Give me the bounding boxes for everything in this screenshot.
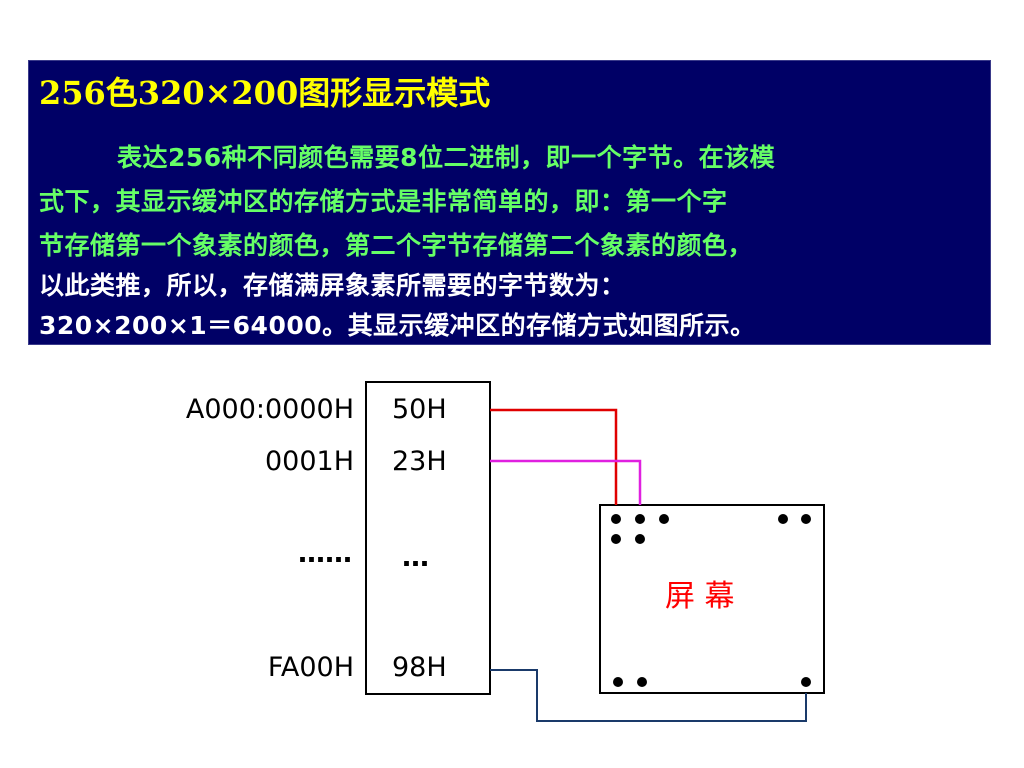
pixel-dot (635, 514, 645, 524)
paragraph-line-4: 以此类推，所以，存储满屏象素所需要的字节数为： (39, 271, 626, 300)
paragraph-line-2: 式下，其显示缓冲区的存储方式是非常简单的，即：第一个字 (39, 187, 728, 216)
pixel-dot (613, 677, 623, 687)
pixel-dot (778, 514, 788, 524)
pixel-dot (659, 514, 669, 524)
connector-last-byte (490, 669, 807, 722)
description-box: 256色320×200图形显示模式 表达256种不同颜色需要8位二进制，即一个字… (28, 60, 991, 345)
screen-box (599, 504, 825, 694)
memory-cell-second: 23H (392, 446, 447, 477)
pixel-dot (611, 534, 621, 544)
screen-pixels (611, 514, 811, 687)
pixel-dot (611, 514, 621, 524)
address-label-first: A000:0000H (186, 394, 354, 425)
connector-first-byte (490, 408, 618, 505)
paragraph-line-1: 表达256种不同颜色需要8位二进制，即一个字节。在该模 (117, 143, 776, 172)
pixel-dot (637, 677, 647, 687)
memory-cell-last: 98H (392, 652, 447, 683)
paragraph-line-3: 节存储第一个象素的颜色，第二个字节存储第二个象素的颜色， (39, 231, 754, 260)
slide-title: 256色320×200图形显示模式 (39, 74, 491, 112)
address-label-second: 0001H (265, 446, 354, 477)
memory-block (365, 381, 491, 695)
pixel-dot (801, 677, 811, 687)
connector-second-byte (490, 459, 642, 505)
address-label-ellipsis: …… (298, 538, 352, 569)
pixel-dot (635, 534, 645, 544)
address-label-last: FA00H (268, 652, 354, 683)
screen-label: 屏 幕 (665, 579, 735, 614)
paragraph-line-5: 320×200×1＝64000。其显示缓冲区的存储方式如图所示。 (39, 311, 756, 340)
pixel-dot (801, 514, 811, 524)
memory-cell-first: 50H (392, 394, 447, 425)
memory-cell-ellipsis: … (402, 542, 429, 573)
